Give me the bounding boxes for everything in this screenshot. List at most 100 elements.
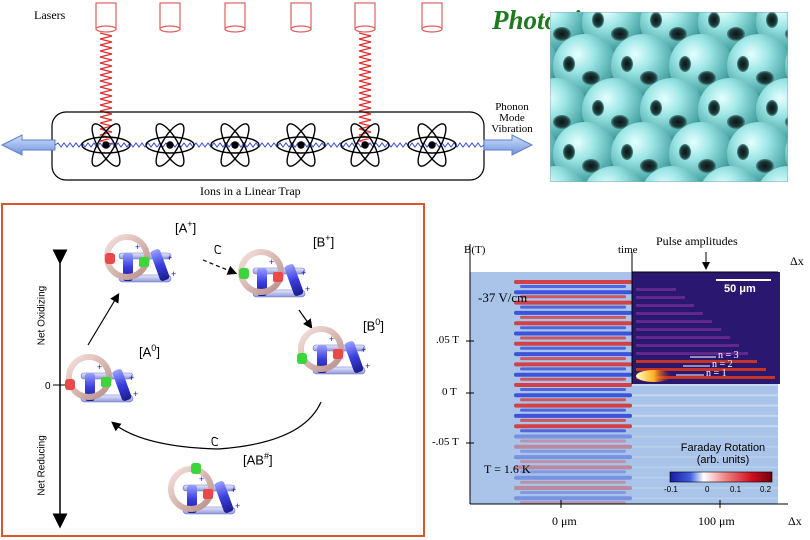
crystal-sphere [760, 166, 788, 182]
state-label-text: [B [363, 318, 376, 334]
colorbar-tick: 0.1 [730, 485, 742, 494]
zero-label: 0 [45, 381, 51, 392]
cycle-arrow [202, 259, 238, 275]
state-label-text: [A [175, 220, 188, 236]
ion-trap-diagram [0, 2, 534, 181]
cycle-arrow [298, 309, 313, 329]
x-tick-label: 100 μm [698, 514, 735, 528]
y-tick-label: .05 T [436, 334, 460, 346]
oscillation-stripe [514, 434, 778, 443]
oscillation-stripe [514, 383, 778, 391]
oscillation-stripe [514, 413, 778, 422]
ion-atom [340, 123, 390, 167]
laser-cylinder [224, 2, 246, 33]
rotaxane-molecule: +++ [168, 463, 240, 515]
svg-text:+: + [97, 362, 102, 372]
rotaxane-molecule: +++ [238, 249, 310, 298]
cycle-arrow [87, 292, 120, 346]
crystal-sphere [586, 166, 642, 182]
laser-cylinder [95, 2, 117, 33]
pulse-streak [636, 304, 694, 307]
laser-beam [358, 32, 372, 145]
photonic-crystal-image [549, 11, 789, 183]
svg-text:+: + [129, 373, 134, 383]
colorbar [669, 471, 773, 483]
oscillation-stripe [514, 424, 778, 433]
oscillation-stripe [514, 455, 778, 464]
phonon-arrow-right [483, 134, 534, 156]
lasers-label: Lasers [34, 8, 66, 22]
faraday-rotation-plot [466, 244, 788, 508]
pulse-streak [636, 288, 676, 291]
ion-atom [276, 123, 326, 167]
oscillation-stripe [514, 403, 778, 412]
colorbar-title: Faraday Rotation (arb. units) [678, 442, 768, 466]
svg-text:+: + [135, 242, 140, 252]
trap-label: Ions in a Linear Trap [200, 184, 301, 198]
curl-icon [211, 436, 219, 446]
crystal-sphere [553, 122, 617, 182]
scale-bar-label: 50 μm [724, 283, 756, 295]
n-label: n = 2 [712, 359, 733, 370]
hotspot [636, 370, 672, 382]
pulse-streak [636, 320, 712, 323]
pulse-streak [636, 296, 685, 299]
phonon-mode-label: Phonon Mode Vibration [486, 102, 538, 135]
colorbar-tick: -0.1 [664, 485, 678, 494]
dx-bottom-label: Δx [788, 514, 802, 528]
svg-text:+: + [235, 501, 240, 511]
state-label-text: [B [313, 234, 326, 250]
n-label: n = 1 [706, 368, 727, 379]
crystal-sphere [644, 166, 700, 182]
crystal-sphere [669, 122, 733, 182]
state-label-a-plus: [A+] [175, 219, 197, 236]
colorbar-title-line: (arb. units) [696, 454, 750, 466]
molecular-cycle-diagram: +++++++++++++++ [52, 234, 370, 529]
state-label-sup: # [263, 451, 269, 461]
svg-text:+: + [133, 389, 138, 399]
state-label-sup: + [187, 219, 193, 229]
laser-cylinder [159, 2, 181, 33]
n-label: n = 3 [718, 350, 739, 361]
state-label-b-plus: [B+] [313, 233, 335, 250]
crystal-sphere [550, 166, 584, 182]
x-tick-label: 0 μm [552, 514, 577, 528]
ion-atom [407, 123, 457, 167]
svg-text:+: + [167, 253, 172, 263]
rotaxane-molecule: +++ [297, 326, 370, 375]
svg-text:+: + [301, 268, 306, 278]
pulse-amplitudes-label: Pulse amplitudes [656, 234, 738, 248]
laser-beam [99, 32, 113, 145]
laser-cylinder [290, 2, 312, 33]
colorbar-title-line: Faraday Rotation [680, 442, 766, 454]
time-label: time [618, 244, 638, 256]
svg-text:+: + [305, 284, 310, 294]
svg-text:+: + [365, 361, 370, 371]
photonic-crystal-render [549, 11, 789, 183]
svg-text:+: + [329, 334, 334, 344]
oscillation-stripe [514, 393, 778, 402]
axis-label-oxidizing: Net Oxidizing [36, 285, 48, 346]
pulse-streak [636, 312, 703, 315]
state-label-ab-hash: [AB#] [243, 451, 273, 468]
lasers-group [95, 2, 443, 33]
crystal-sphere [785, 52, 788, 80]
y-axis-label: B(T) [464, 244, 486, 256]
state-label-a-zero: [A0] [139, 343, 160, 360]
crystal-sphere [727, 122, 788, 182]
crystal-sphere [611, 122, 675, 182]
dx-top-label: Δx [790, 254, 804, 268]
ion-trap-panel: Lasers Phonon Mode Vibration Ions in a L… [0, 0, 540, 200]
ion-atom [145, 123, 195, 167]
linear-trap-box [51, 111, 485, 181]
phonon-label-line: Phonon [495, 101, 529, 113]
rotaxane-molecule: + + + [65, 354, 138, 403]
pulse-streak [636, 376, 775, 379]
state-label-text: [A [139, 344, 152, 360]
state-label-sup: + [325, 233, 331, 243]
phonon-label-line: Mode [499, 112, 525, 124]
pulse-streak [636, 360, 757, 363]
svg-text:+: + [199, 474, 204, 484]
oscillation-stripe [514, 486, 778, 494]
pulse-streak [636, 336, 730, 339]
